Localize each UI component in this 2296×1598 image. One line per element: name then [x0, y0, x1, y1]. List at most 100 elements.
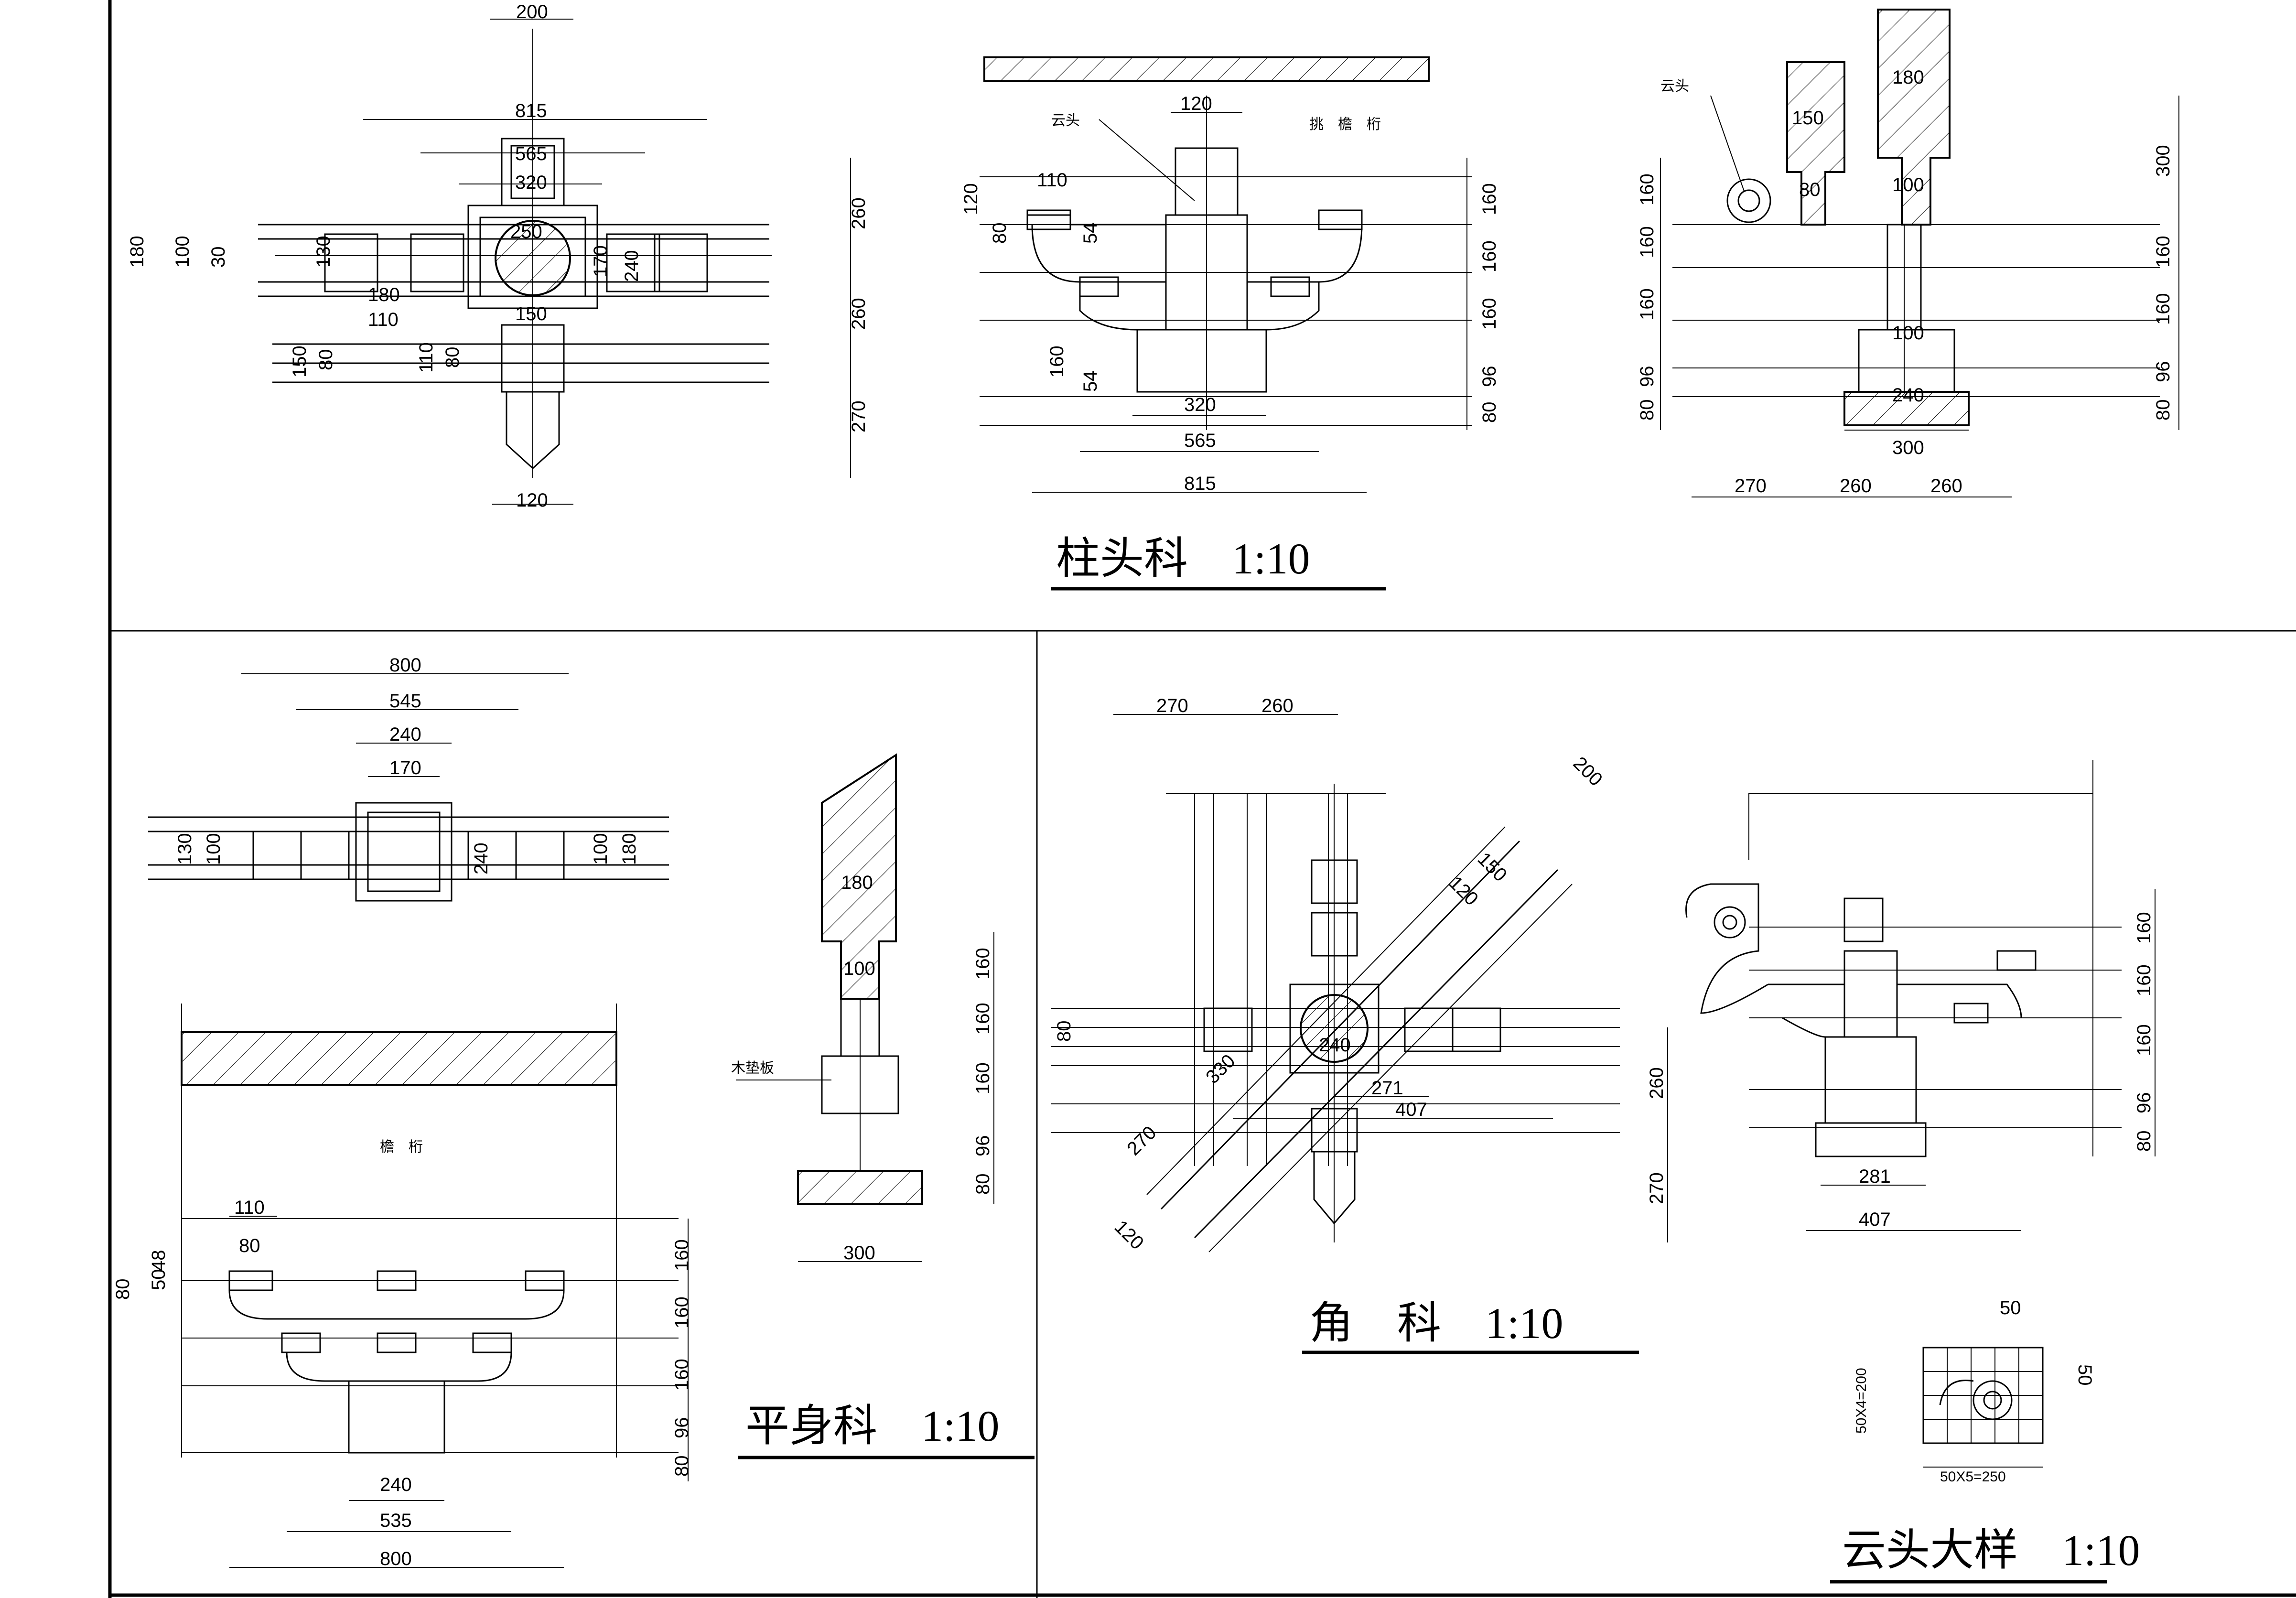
- note-purlin: 檐 桁: [380, 1139, 423, 1155]
- dim-label: 545: [389, 691, 421, 712]
- dim-label: 240: [1892, 385, 1924, 406]
- dim-label: 320: [1184, 394, 1216, 415]
- dim-label: 160: [972, 1062, 993, 1094]
- dim-label: 240: [621, 250, 642, 282]
- dim-label: 320: [515, 172, 547, 193]
- dim-label: 160: [972, 1003, 993, 1035]
- dim-label: 100: [1892, 174, 1924, 195]
- dim-label: 260: [1840, 475, 1872, 497]
- dim-label: 281: [1859, 1166, 1891, 1187]
- dim-label: 160: [2134, 964, 2155, 996]
- dim-label: 96: [1637, 366, 1658, 388]
- dim-label: 815: [515, 100, 547, 121]
- dim-label: 200: [1569, 753, 1606, 790]
- corner-bracket-plan: [1051, 784, 1620, 1252]
- dim-label: 110: [416, 342, 437, 373]
- dim-label: 120: [960, 183, 981, 215]
- dim-label: 160: [1637, 226, 1658, 258]
- dim-label: 110: [234, 1197, 265, 1218]
- dim-label: 96: [671, 1417, 692, 1439]
- dim-label: 270: [1646, 1172, 1667, 1204]
- dim-label: 120: [1445, 872, 1482, 909]
- corner-bracket-plan-dims: 270 260 200 150 120 80 330 240 271 407 2…: [1054, 695, 1668, 1254]
- dim-label: 300: [843, 1242, 875, 1263]
- dim-label: 100: [590, 833, 611, 865]
- dim-label: 30: [208, 247, 229, 268]
- corner-bracket-elevation: [1685, 760, 2122, 1157]
- dim-label: 130: [313, 236, 334, 268]
- dim-label: 565: [515, 143, 547, 164]
- dim-label: 270: [1123, 1122, 1160, 1159]
- column-bracket-section-dims: 180 150 80 100 100 240 300 270 260 260 1…: [1637, 67, 2179, 497]
- dim-label: 100: [172, 236, 193, 268]
- dim-label: 80: [2153, 400, 2174, 421]
- dim-label: 160: [671, 1296, 692, 1328]
- dim-label: 110: [1037, 170, 1067, 191]
- dim-label: 260: [1930, 475, 1962, 497]
- dim-label: 260: [848, 298, 869, 330]
- dim-label: 407: [1395, 1099, 1427, 1120]
- column-bracket-elevation: 云头 挑 檐 桁: [980, 56, 1472, 430]
- dim-label: 96: [2134, 1092, 2155, 1114]
- dim-label: 50: [2074, 1364, 2095, 1386]
- dim-label: 120: [1180, 93, 1212, 114]
- intermediate-bracket-section-dims: 180 100 300 160 160 160 96 80: [798, 872, 994, 1263]
- intermediate-bracket-elevation: 檐 桁: [181, 1004, 679, 1458]
- dim-label: 260: [1646, 1067, 1667, 1099]
- dim-label: 565: [1184, 430, 1216, 451]
- dim-label: 160: [2134, 1024, 2155, 1056]
- dim-label: 270: [1735, 475, 1767, 497]
- cloud-head-detail-dims: 50 50 50X4=200 50X5=250: [1854, 1297, 2095, 1485]
- title-intermediate-bracket: 平身科 1:10: [738, 1402, 1035, 1459]
- dim-label: 80: [1637, 400, 1658, 421]
- dim-label: 80: [1054, 1021, 1075, 1042]
- dim-label: 50: [148, 1269, 169, 1291]
- dim-label: 240: [1319, 1035, 1351, 1056]
- dim-label: 120: [1110, 1216, 1148, 1253]
- dim-label: 160: [1479, 240, 1500, 272]
- dim-label: 150: [515, 303, 547, 324]
- drawing-title: 云头大样 1:10: [1842, 1526, 2140, 1575]
- dim-label: 54: [1080, 371, 1101, 392]
- dim-label: 50X4=200: [1854, 1368, 1869, 1434]
- dim-label: 80: [112, 1279, 133, 1300]
- dim-label: 260: [1261, 695, 1294, 716]
- note-purlin: 挑 檐 桁: [1309, 117, 1381, 132]
- column-bracket-plan-dims: 200 815 565 320 250 150 180 110 120 180 …: [127, 1, 869, 511]
- column-bracket-plan: [258, 29, 769, 478]
- dim-label: 100: [1892, 323, 1924, 344]
- dim-label: 160: [1479, 183, 1500, 215]
- dim-label: 96: [1479, 366, 1500, 388]
- intermediate-bracket-plan-dims: 800 545 240 170 130 100 240 100 180: [174, 655, 640, 875]
- dim-label: 160: [1046, 346, 1067, 378]
- sheet-frame: [108, 0, 2296, 1598]
- dim-label: 800: [380, 1548, 412, 1569]
- dim-label: 170: [590, 245, 611, 277]
- note-board: 木垫板: [731, 1060, 774, 1076]
- intermediate-bracket-section: 木垫板: [731, 753, 923, 1205]
- drawing-title: 角 科 1:10: [1309, 1299, 1563, 1348]
- dim-label: 80: [1799, 179, 1821, 200]
- dim-label: 80: [2134, 1131, 2155, 1152]
- dim-label: 100: [203, 833, 224, 865]
- dim-label: 200: [516, 1, 548, 22]
- title-column-bracket: 柱头科 1:10: [1051, 534, 1386, 591]
- note-cloud-head: 云头: [1051, 113, 1080, 129]
- dim-label: 160: [1479, 298, 1500, 330]
- dim-label: 100: [843, 958, 875, 979]
- dim-label: 120: [516, 490, 548, 511]
- dim-label: 160: [2153, 236, 2174, 268]
- intermediate-bracket-plan: [148, 802, 669, 902]
- dim-label: 80: [315, 349, 336, 371]
- dim-label: 240: [380, 1474, 412, 1495]
- dim-label: 271: [1371, 1078, 1403, 1099]
- dim-label: 110: [368, 309, 399, 330]
- dim-label: 48: [148, 1250, 169, 1272]
- dim-label: 300: [1892, 437, 1924, 458]
- dim-label: 330: [1202, 1050, 1239, 1088]
- dim-label: 150: [1792, 108, 1824, 129]
- dim-label: 54: [1080, 223, 1101, 244]
- dim-label: 180: [368, 284, 400, 305]
- dim-label: 80: [972, 1174, 993, 1195]
- dim-label: 50X5=250: [1940, 1469, 2006, 1485]
